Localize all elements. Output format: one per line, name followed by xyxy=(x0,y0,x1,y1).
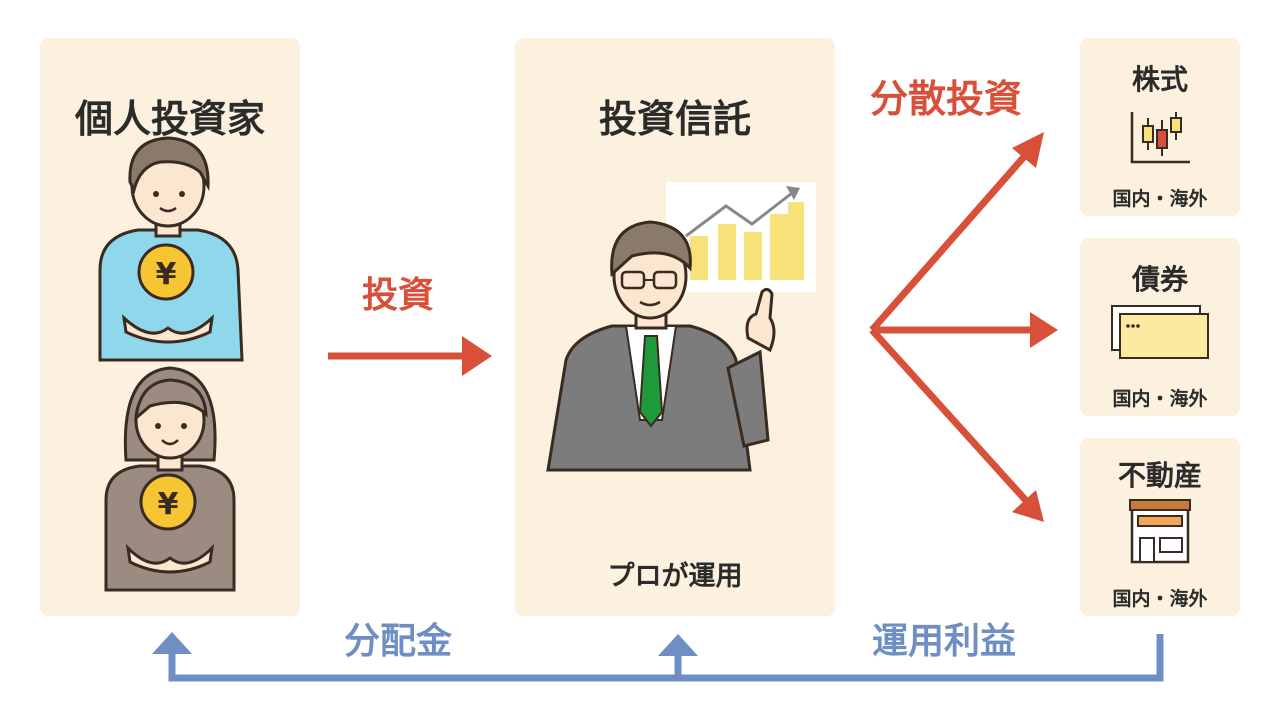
asset-sub: 国内・海外 xyxy=(1112,188,1208,210)
asset-sub: 国内・海外 xyxy=(1112,588,1208,610)
asset-title: 株式 xyxy=(1131,63,1188,96)
chart-board-icon xyxy=(666,182,816,292)
asset-title: 債券 xyxy=(1131,263,1188,296)
return-flow-arrows xyxy=(152,632,1164,682)
diversify-arrows xyxy=(869,132,1058,522)
yen-coin-icon: ¥ xyxy=(139,473,197,531)
fund-caption: プロが運用 xyxy=(607,561,743,592)
dividend-label: 分配金 xyxy=(344,621,453,662)
yen-coin-icon: ¥ xyxy=(137,243,195,301)
investor-title: 個人投資家 xyxy=(74,97,265,141)
asset-card-stock: 株式 国内・海外 xyxy=(1080,38,1240,216)
building-icon xyxy=(1129,499,1191,564)
diversify-label: 分散投資 xyxy=(870,77,1023,121)
fund-manager-illustration xyxy=(546,220,776,472)
invest-arrow xyxy=(328,336,492,376)
bond-certificate-icon xyxy=(1111,305,1209,359)
invest-label: 投資 xyxy=(362,275,435,316)
yen-symbol: ¥ xyxy=(156,257,177,292)
asset-title: 不動産 xyxy=(1117,459,1202,492)
asset-sub: 国内・海外 xyxy=(1112,388,1208,410)
profit-label: 運用利益 xyxy=(872,621,1017,662)
asset-card-realestate: 不動産 国内・海外 xyxy=(1080,438,1240,616)
yen-symbol: ¥ xyxy=(158,487,179,522)
investor-woman-illustration xyxy=(104,366,236,592)
candlestick-chart-icon xyxy=(1130,112,1190,164)
fund-title: 投資信託 xyxy=(598,97,751,141)
fund-panel: 投資信託 プロが運用 xyxy=(515,38,835,616)
